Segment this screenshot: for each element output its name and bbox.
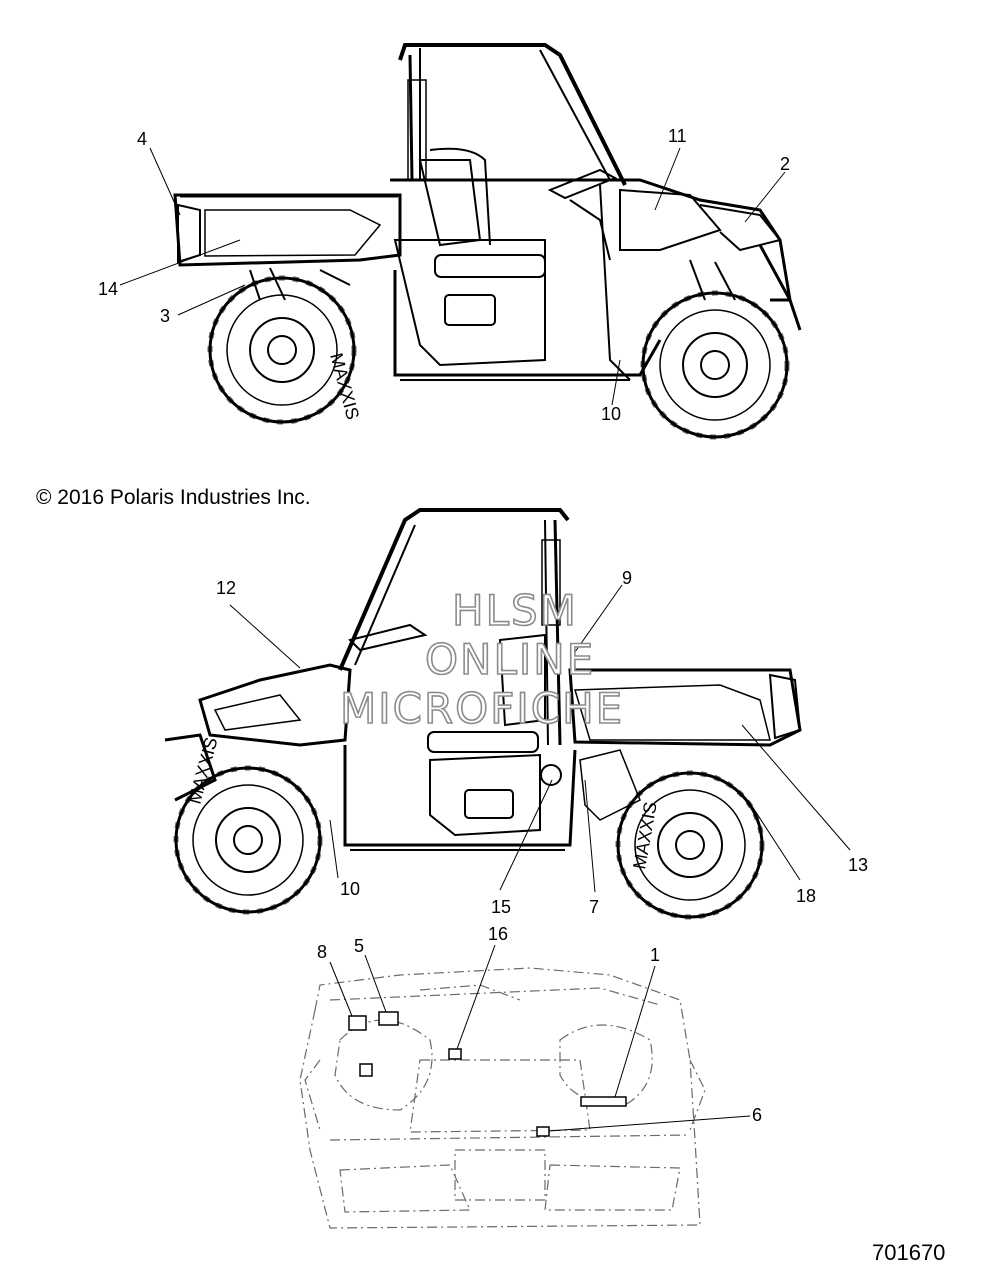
leader-lines-middle — [229, 584, 851, 893]
callout-18: 18 — [796, 886, 816, 906]
callout-2: 2 — [780, 154, 790, 174]
callout-14: 14 — [98, 279, 118, 299]
callout-10b: 10 — [340, 879, 360, 899]
callouts-top: 4 14 3 11 2 10 — [98, 126, 790, 424]
decal-5 — [378, 1011, 399, 1026]
tire-brand-middle-rear: MAXXIS — [629, 800, 661, 870]
watermark-line1: HLSM — [452, 586, 578, 635]
callout-16: 16 — [488, 924, 508, 944]
callout-5: 5 — [354, 936, 364, 956]
leader-lines-top — [119, 147, 786, 406]
callout-12: 12 — [216, 578, 236, 598]
figure-number: 701670 — [872, 1240, 946, 1265]
tire-brand-top: MAXXIS — [326, 351, 363, 422]
callout-3: 3 — [160, 306, 170, 326]
decal-16 — [448, 1048, 462, 1060]
decal-8b — [359, 1063, 373, 1077]
decal-6 — [536, 1126, 550, 1137]
callout-13: 13 — [848, 855, 868, 875]
callout-1: 1 — [650, 945, 660, 965]
vehicle-left-side-view — [164, 508, 802, 920]
decal-1 — [580, 1096, 627, 1107]
callout-4: 4 — [137, 129, 147, 149]
callout-8: 8 — [317, 942, 327, 962]
callout-10: 10 — [601, 404, 621, 424]
callout-7: 7 — [589, 897, 599, 917]
callout-9: 9 — [622, 568, 632, 588]
vehicle-right-side-view — [173, 43, 802, 440]
callouts-middle: 12 9 13 18 7 15 10 — [216, 568, 868, 917]
watermark-line3: MICROFICHE — [340, 684, 624, 733]
front-wheel-middle — [173, 765, 323, 915]
leader-lines-bottom — [329, 944, 751, 1132]
copyright-notice: © 2016 Polaris Industries Inc. — [36, 486, 311, 509]
callout-6: 6 — [752, 1105, 762, 1125]
watermark-line2: ONLINE — [425, 635, 595, 684]
watermark: HLSM ONLINE MICROFICHE — [339, 585, 624, 734]
decal-markers — [348, 1011, 627, 1137]
rear-wheel-middle — [615, 770, 765, 920]
rear-wheel-top — [207, 275, 357, 425]
callout-11: 11 — [668, 126, 687, 146]
callouts-bottom: 8 5 16 1 6 — [317, 924, 762, 1125]
front-wheel-top — [640, 290, 790, 440]
vehicle-front-perspective — [299, 967, 706, 1229]
callout-15: 15 — [491, 897, 511, 917]
decal-8 — [348, 1015, 367, 1031]
